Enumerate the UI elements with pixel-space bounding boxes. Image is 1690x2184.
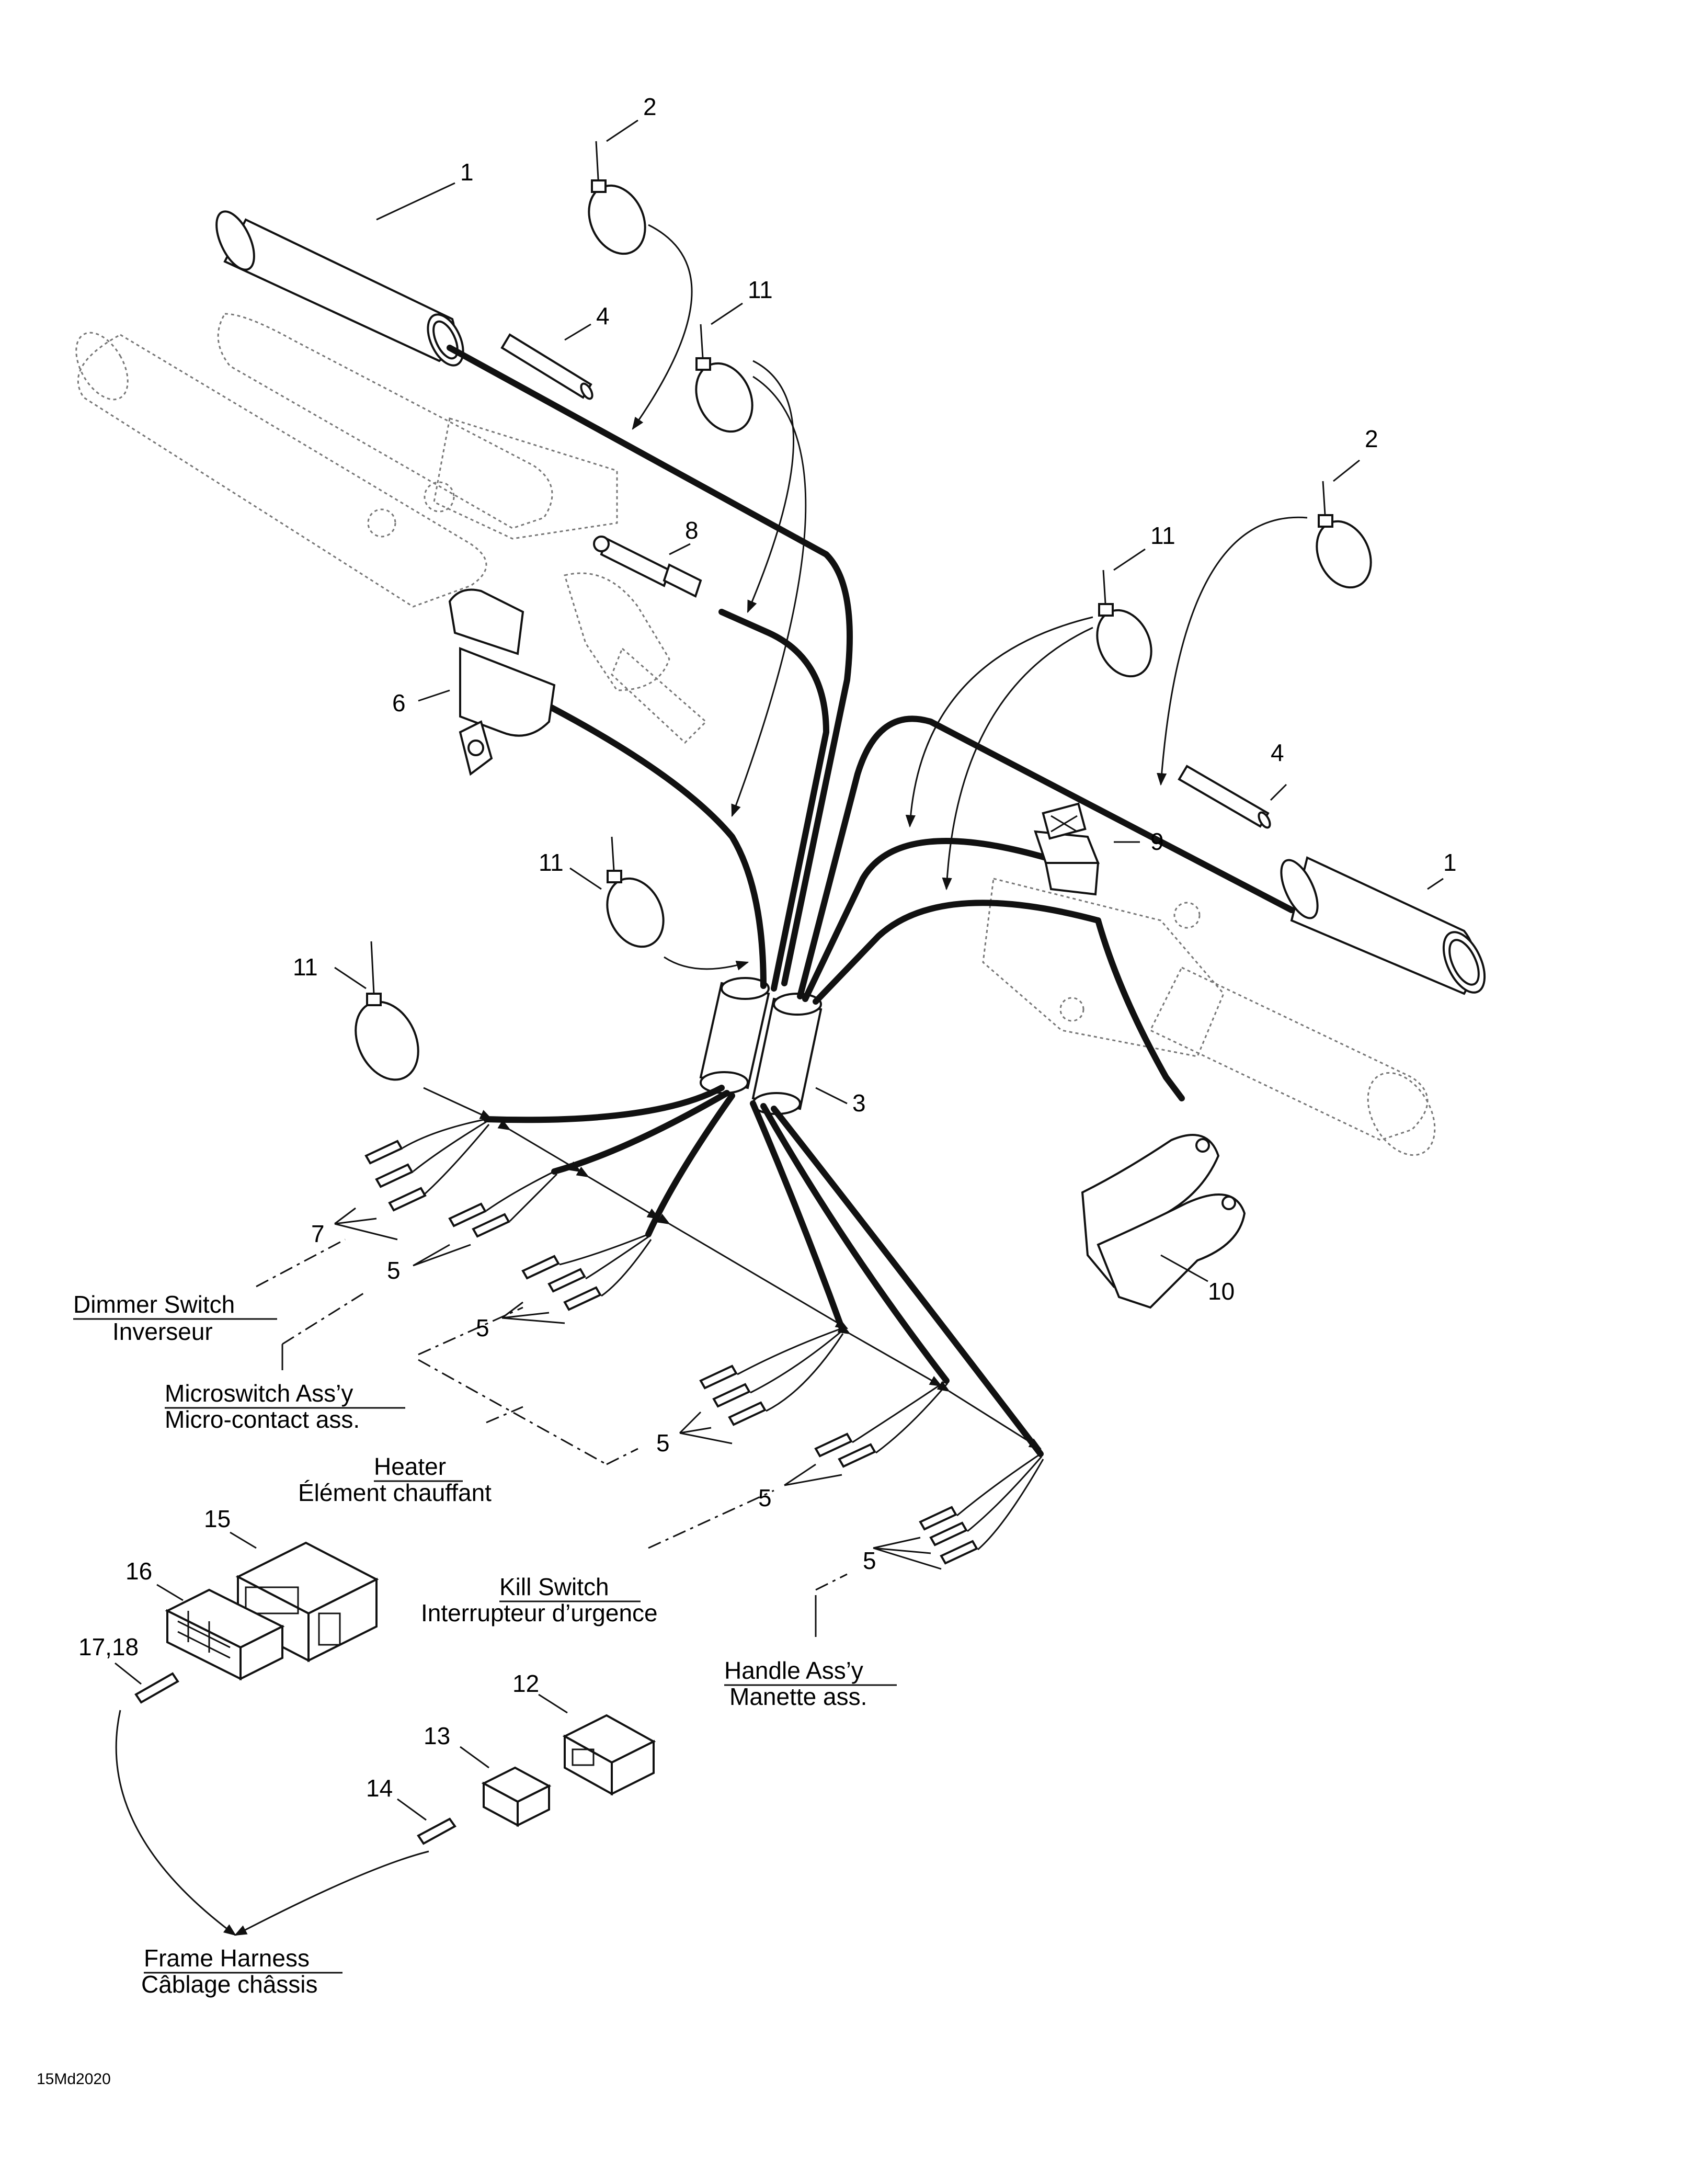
callout-11b: 11: [1150, 522, 1175, 549]
terminal-pin-17-18: [134, 1672, 179, 1704]
throttle-switch-6[interactable]: [448, 588, 556, 776]
drawing-code: 15Md2020: [37, 2071, 111, 2088]
connector-housing-16: [165, 1588, 285, 1681]
throttle-handle-10[interactable]: [1081, 1134, 1246, 1309]
callout-3: 3: [852, 1089, 866, 1117]
callout-15: 15: [204, 1505, 231, 1532]
left-heated-grip[interactable]: [209, 206, 470, 371]
connector-housing-12: [562, 1714, 656, 1796]
right-heated-grip[interactable]: [1274, 855, 1493, 999]
group-labels: Dimmer Switch Inverseur Microswitch Ass’…: [73, 1291, 897, 1998]
callout-11c: 11: [539, 849, 564, 876]
cable-tie-11a: [695, 324, 753, 433]
left-handlebar-ghost: [75, 313, 707, 744]
callout-5e: 5: [863, 1547, 876, 1574]
cable-tie-11c: [606, 836, 665, 948]
label-inverseur: Inverseur: [112, 1318, 213, 1345]
label-cablage-chassis: Câblage châssis: [141, 1971, 318, 1998]
label-interrupteur: Interrupteur d’urgence: [421, 1599, 658, 1626]
callout-14: 14: [366, 1774, 393, 1802]
callout-10: 10: [1208, 1278, 1235, 1305]
callout-4a: 4: [596, 302, 610, 329]
callout-2b: 2: [1365, 425, 1378, 452]
length-arrows: [497, 1119, 1042, 1450]
label-heater: Heater: [374, 1453, 446, 1480]
callout-7: 7: [311, 1220, 325, 1247]
hand-warmer-switch-9[interactable]: [1034, 802, 1100, 896]
callout-12: 12: [512, 1670, 539, 1697]
callout-5c: 5: [656, 1429, 670, 1457]
callout-9: 9: [1150, 828, 1164, 855]
callout-13: 13: [424, 1722, 450, 1749]
label-manette: Manette ass.: [729, 1683, 867, 1710]
cable-tie-11b: [1096, 570, 1152, 678]
connector-housing-13: [481, 1766, 552, 1827]
terminal-pin-14: [417, 1817, 456, 1845]
label-dimmer-switch: Dimmer Switch: [73, 1291, 235, 1318]
callout-16: 16: [125, 1557, 152, 1585]
label-kill-switch: Kill Switch: [499, 1573, 609, 1600]
callout-1b: 1: [1443, 849, 1457, 876]
connector-leaders: [115, 1531, 568, 1936]
number-leaders: [334, 119, 1444, 1570]
terminal-pins: [364, 1140, 978, 1565]
callout-1a: 1: [460, 158, 474, 186]
group-leaders: [256, 1238, 848, 1637]
label-element-chauffant: Élément chauffant: [298, 1479, 492, 1506]
callout-6: 6: [392, 689, 406, 716]
callout-11d: 11: [293, 953, 318, 981]
callout-5a: 5: [387, 1257, 401, 1284]
callout-17-18: 17,18: [78, 1633, 139, 1660]
label-handle-assy: Handle Ass’y: [724, 1657, 863, 1684]
cable-tie-11d: [355, 941, 419, 1081]
label-frame-harness: Frame Harness: [144, 1944, 310, 1972]
connector-housing-15: [235, 1541, 379, 1663]
label-microswitch: Microswitch Ass’y: [165, 1380, 353, 1407]
right-handlebar-ghost: [982, 878, 1436, 1156]
cable-tie-2a: [588, 141, 646, 255]
callout-5d: 5: [758, 1484, 772, 1511]
connector-8[interactable]: [593, 536, 702, 598]
callout-4b: 4: [1271, 739, 1284, 766]
tie-arrows: [423, 224, 1308, 1120]
sleeve-left: [500, 333, 593, 400]
label-micro-contact: Micro-contact ass.: [165, 1406, 360, 1433]
cable-tie-2b: [1316, 481, 1372, 589]
callout-11a: 11: [748, 276, 773, 303]
terminal-leads: [402, 1118, 1044, 1551]
sleeve-right: [1178, 765, 1271, 829]
callout-2a: 2: [643, 93, 657, 120]
callout-5b: 5: [476, 1314, 489, 1341]
callout-numbers: 1 2 4 11 8 6 2 11 4 9 1 11 11 3 10 7 5 5…: [78, 93, 1457, 1802]
callout-8: 8: [685, 517, 699, 544]
